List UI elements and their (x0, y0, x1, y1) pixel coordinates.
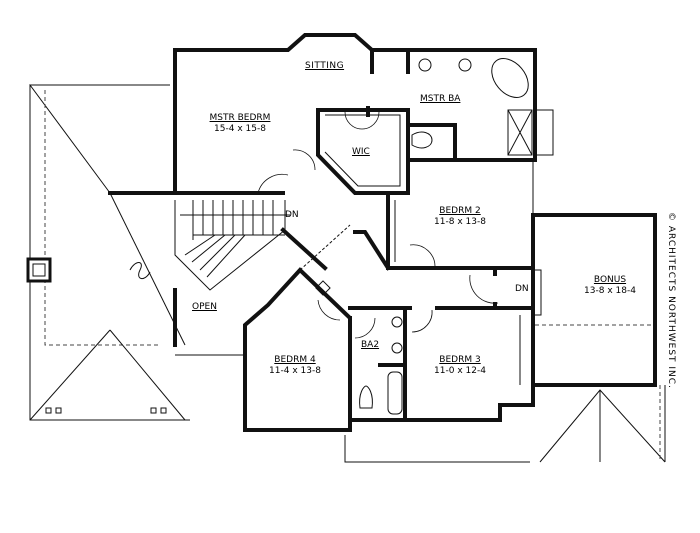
copyright-notice: © ARCHITECTS NORTHWEST INC. (666, 212, 676, 389)
room-label-bonus: BONUS 13-8 x 18-4 (565, 275, 655, 297)
room-label-master-bath: MSTR BA (420, 94, 461, 104)
bonus-stair-down-label: DN (515, 284, 529, 294)
room-label-bath-2: BA2 (361, 340, 380, 350)
left-roof-outline (26, 84, 190, 421)
room-size: 15-4 x 15-8 (214, 124, 266, 134)
room-size: 11-0 x 12-4 (434, 366, 486, 376)
room-name: BEDRM 2 (439, 206, 481, 216)
room-name: BEDRM 3 (439, 355, 481, 365)
room-size: 11-4 x 13-8 (269, 366, 321, 376)
room-name: MSTR BEDRM (209, 113, 271, 123)
room-label-wic: WIC (352, 147, 370, 157)
staircase (173, 200, 328, 356)
room-label-open: OPEN (192, 302, 217, 312)
room-label-bedroom-4: BEDRM 4 11-4 x 13-8 (255, 355, 335, 377)
room-name: BONUS (593, 275, 627, 285)
room-label-master-bedroom: MSTR BEDRM 15-4 x 15-8 (195, 113, 285, 135)
chimney-icon (26, 257, 52, 283)
right-roof-outline (344, 385, 666, 463)
room-size: 11-8 x 13-8 (434, 217, 486, 227)
room-name: BEDRM 4 (274, 355, 316, 365)
room-label-sitting: SITTING (305, 61, 345, 71)
stair-down-label: DN (285, 210, 299, 220)
room-size: 13-8 x 18-4 (584, 286, 636, 296)
bedroom-2-walls (353, 158, 537, 271)
master-suite-walls (108, 33, 554, 195)
south-bedrooms-walls (243, 224, 535, 432)
room-label-bedroom-2: BEDRM 2 11-8 x 13-8 (415, 206, 505, 228)
room-label-bedroom-3: BEDRM 3 11-0 x 12-4 (420, 355, 500, 377)
